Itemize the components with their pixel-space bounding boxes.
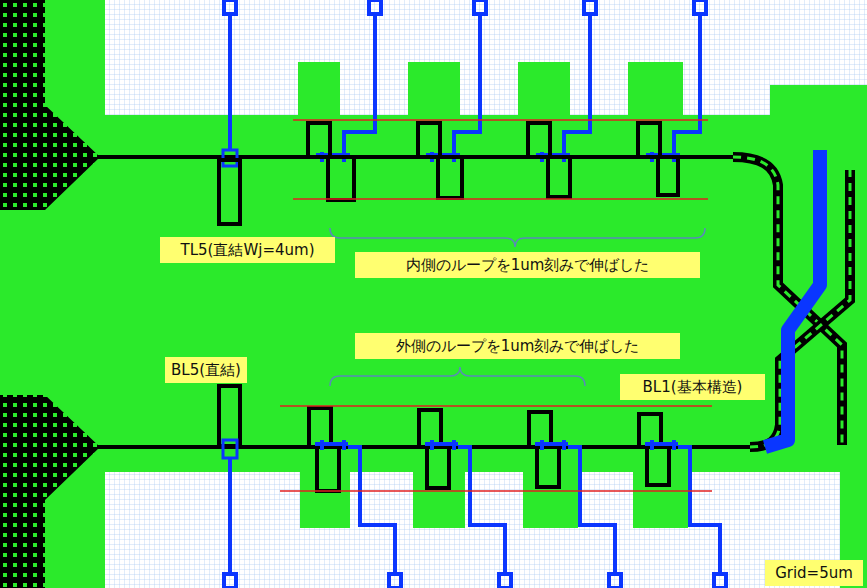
label-box: TL5(直結Wj=4um) (160, 237, 335, 263)
label-box: 内側のループを1um刻みで伸ばした (355, 252, 700, 278)
grid-region (105, 0, 867, 115)
label-text: BL1(基本構造) (626, 377, 759, 397)
bracket (330, 367, 585, 386)
label-box: Grid=5um (765, 560, 863, 586)
label-text: TL5(直結Wj=4um) (166, 240, 329, 260)
label-box: 外側のループを1um刻みで伸ばした (355, 333, 680, 359)
direct-junction (219, 0, 240, 224)
label-box: BL1(基本構造) (620, 374, 765, 400)
label-text: 外側のループを1um刻みで伸ばした (361, 336, 674, 356)
crossover (733, 150, 850, 447)
contact-pad (0, 395, 100, 588)
squid-array (308, 0, 706, 200)
label-text: 内側のループを1um刻みで伸ばした (361, 255, 694, 275)
guide-line (280, 120, 712, 491)
ground-tabs (298, 62, 867, 588)
contact-pad (0, 0, 100, 210)
bracket (330, 228, 705, 247)
label-text: BL5(直結) (171, 360, 241, 380)
direct-junction (219, 386, 240, 588)
label-text: Grid=5um (771, 563, 857, 583)
squid-array (309, 408, 726, 588)
grid-region (105, 472, 867, 588)
label-box: BL5(直結) (165, 357, 247, 383)
